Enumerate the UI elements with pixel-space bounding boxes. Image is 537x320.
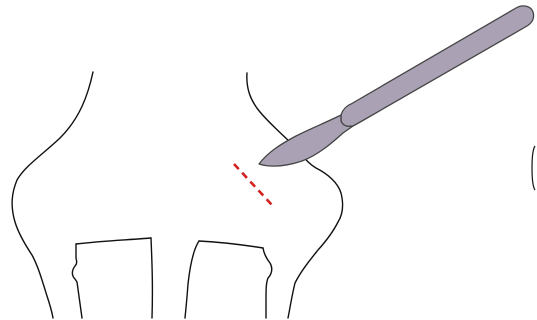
knee-incision-diagram [0, 0, 537, 320]
